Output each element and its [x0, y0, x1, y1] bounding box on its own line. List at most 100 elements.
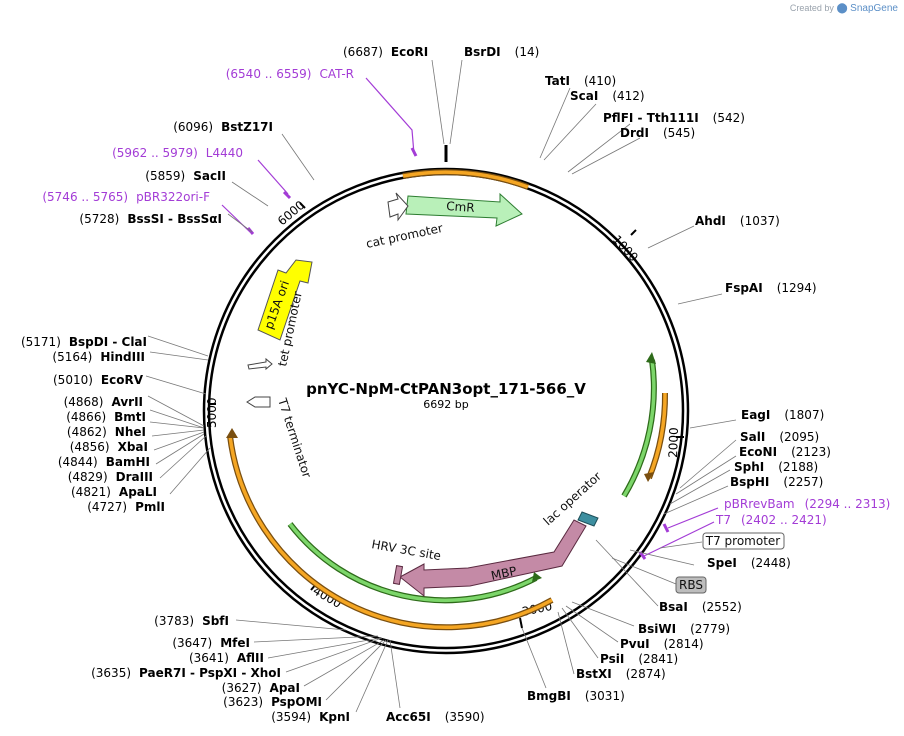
site-sphi[interactable]: SphI(2188) [734, 460, 818, 474]
primer-pbr322-name: pBR322ori-F [136, 190, 210, 204]
site-ahdi-pos: (1037) [740, 214, 780, 228]
site-pspomi[interactable]: (3623)PspOMI [223, 695, 322, 709]
site-bspdi[interactable]: (5171)BspDI - ClaI [21, 335, 147, 349]
site-econi-pos: (2123) [791, 445, 831, 459]
t7-promoter-box[interactable] [702, 532, 785, 550]
site-sacii-pos: (5859) [145, 169, 185, 183]
site-ahdi-name: AhdI [695, 214, 726, 228]
leader-eagi [689, 419, 737, 429]
site-mfei[interactable]: (3647)MfeI [172, 636, 250, 650]
site-bamhi[interactable]: (4844)BamHI [58, 455, 150, 469]
site-ahdi[interactable]: AhdI (1037) [695, 214, 780, 228]
site-avrii-pos: (4868) [64, 395, 104, 409]
site-pvui-pos: (2814) [664, 637, 704, 651]
site-sbfi[interactable]: (3783)SbfI [154, 614, 229, 628]
site-avrii[interactable]: (4868) AvrII [64, 395, 143, 409]
site-bsrdi-name: BsrDI [464, 45, 501, 59]
feature-right-green [622, 359, 656, 497]
leader-ecorv [145, 375, 207, 395]
site-bsphi[interactable]: BspHI(2257) [730, 475, 823, 489]
site-bsai-name: BsaI [659, 600, 688, 614]
leader-draiii [155, 433, 205, 465]
site-acc65i[interactable]: Acc65I(3590) [386, 710, 485, 724]
leader-sacii [231, 181, 269, 207]
site-pspomi-name: PspOMI [271, 695, 322, 709]
site-spei[interactable]: SpeI(2448) [707, 556, 791, 570]
site-pmli[interactable]: (4727)PmlI [87, 500, 165, 514]
site-spei-pos: (2448) [751, 556, 791, 570]
cat-promoter-arrow [387, 192, 409, 222]
leader-econi [675, 455, 737, 495]
site-ecorv[interactable]: (5010)EcoRV [53, 373, 144, 387]
site-pflfi[interactable]: PflFI - Tth111I(542) [603, 111, 745, 125]
leader-aflii [267, 637, 381, 659]
primer-catr[interactable]: (6540 .. 6559)CAT-R [226, 67, 354, 81]
site-nhei[interactable]: (4862)NheI [67, 425, 146, 439]
site-econi[interactable]: EcoNI(2123) [739, 445, 831, 459]
leader-bstz17i [281, 133, 315, 181]
primer-l4440-name: L4440 [206, 146, 243, 160]
site-bsrdi[interactable]: BsrDI (14) [464, 45, 539, 59]
site-xbai-name: XbaI [118, 440, 148, 454]
site-bsai[interactable]: BsaI(2552) [659, 600, 742, 614]
primer-l4440-range: (5962 .. 5979) [112, 146, 198, 160]
site-scai-name: ScaI [570, 89, 598, 103]
site-bsssi[interactable]: (5728)BssSI - BssSαI [79, 212, 222, 226]
snapgene-logo: ⬤ [836, 3, 848, 14]
site-sali[interactable]: SalI(2095) [740, 430, 819, 444]
primer-pbrrev[interactable]: pBRrevBam(2294 .. 2313) [724, 497, 890, 511]
leader-rbs [611, 557, 677, 585]
site-apali[interactable]: (4821)ApaLI [71, 485, 157, 499]
site-scai[interactable]: ScaI(412) [570, 89, 645, 103]
leader-pvui [565, 605, 619, 643]
site-nhei-name: NheI [115, 425, 146, 439]
primer-catr-range: (6540 .. 6559) [226, 67, 312, 81]
site-drdi[interactable]: DrdI(545) [620, 126, 695, 140]
rbs-box[interactable] [675, 576, 707, 594]
site-fspai[interactable]: FspAI(1294) [725, 281, 817, 295]
site-bstz17i-pos: (6096) [173, 120, 213, 134]
site-draiii[interactable]: (4829)DraIII [68, 470, 153, 484]
site-pflfi-pos: (542) [713, 111, 745, 125]
site-tati[interactable]: TatI(410) [545, 74, 616, 88]
tick-label-2000: 2000 [666, 427, 681, 458]
site-bmti[interactable]: (4866)BmtI [66, 410, 146, 424]
primer-pbr322[interactable]: (5746 .. 5765)pBR322ori-F [42, 190, 210, 204]
site-psii[interactable]: PsiI(2841) [600, 652, 678, 666]
hrv-label: HRV 3C site [370, 537, 442, 563]
site-eagi[interactable]: EagI(1807) [741, 408, 824, 422]
site-apali-pos: (4821) [71, 485, 111, 499]
site-bstz17i[interactable]: (6096)BstZ17I [173, 120, 273, 134]
site-bmgbi[interactable]: BmgBI(3031) [527, 689, 625, 703]
feature-green-arc [288, 522, 537, 603]
hrv-site-shape [392, 565, 404, 585]
site-hindiii[interactable]: (5164)HindIII [52, 350, 145, 364]
site-apai[interactable]: (3627)ApaI [222, 681, 300, 695]
leader-acc65i [389, 639, 401, 709]
primer-t7[interactable]: T7(2402 .. 2421) [715, 513, 827, 527]
site-bstxi[interactable]: BstXI(2874) [576, 667, 666, 681]
primer-t7-name: T7 [715, 513, 731, 527]
site-xbai[interactable]: (4856) XbaI [70, 440, 148, 454]
leader-fspai [677, 293, 723, 305]
site-kpni-pos: (3594) [271, 710, 311, 724]
site-bsrdi-pos: (14) [515, 45, 540, 59]
site-aflii[interactable]: (3641)AflII [189, 651, 264, 665]
site-paer7i[interactable]: (3635)PaeR7I - PspXI - XhoI [91, 666, 281, 680]
site-xbai-pos: (4856) [70, 440, 110, 454]
site-kpni[interactable]: (3594)KpnI [271, 710, 350, 724]
site-sacii[interactable]: (5859)SacII [145, 169, 226, 183]
cat-promoter-label: cat promoter [365, 221, 444, 251]
site-pvui[interactable]: PvuI(2814) [620, 637, 704, 651]
site-sphi-name: SphI [734, 460, 764, 474]
site-bamhi-name: BamHI [106, 455, 150, 469]
site-bsiwi[interactable]: BsiWI(2779) [638, 622, 730, 636]
site-acc65i-pos: (3590) [445, 710, 485, 724]
site-mfei-name: MfeI [220, 636, 250, 650]
primer-l4440[interactable]: (5962 .. 5979) L4440 [112, 146, 243, 160]
site-ecori[interactable]: (6687)EcoRI [343, 45, 428, 59]
site-aflii-pos: (3641) [189, 651, 229, 665]
site-avrii-name: AvrII [111, 395, 143, 409]
snapgene-credit: Created by ⬤ SnapGene [790, 3, 898, 14]
site-paer7i-pos: (3635) [91, 666, 131, 680]
